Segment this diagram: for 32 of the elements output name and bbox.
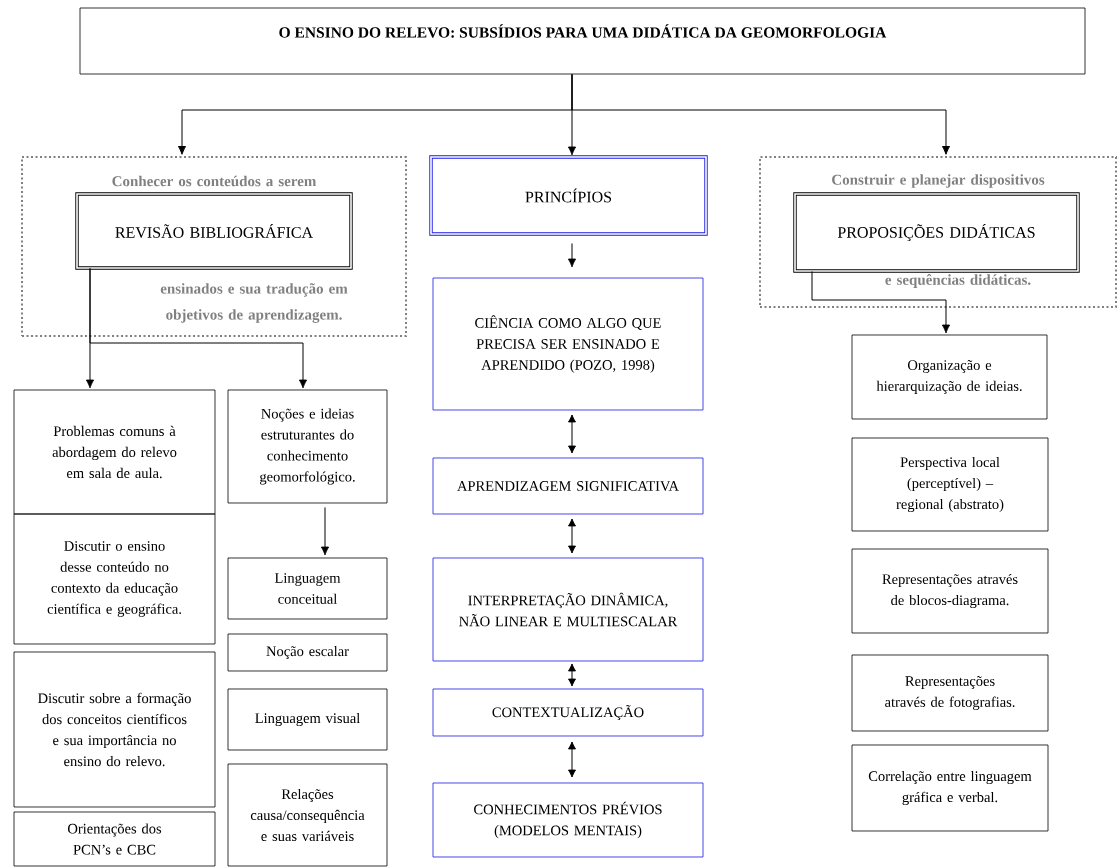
principle-box: INTERPRETAÇÃO DINÂMICA, NÃO LINEAR E MULTIESCALAR (432, 557, 704, 662)
title-box: O ENSINO DO RELEVO: SUBSÍDIOS PARA UMA DIDÁTICA DA GEOMORFOLOGIA (79, 7, 1086, 75)
topic-box: Problemas comuns à abordagem do relevo em sala de aula. (13, 389, 216, 515)
arrow (320, 506, 330, 556)
heading-box: PROPOSIÇÕES DIDÁTICAS (793, 192, 1080, 273)
topic-box: Representações através de blocos-diagrama. (851, 548, 1049, 634)
arrow (568, 414, 576, 454)
arrow (568, 518, 576, 554)
arrow (568, 741, 576, 778)
topic-box: Relações causa/consequência e suas variáveis (227, 763, 388, 867)
heading-box: REVISÃO BIBLIOGRÁFICA (75, 192, 353, 270)
principle-box: APRENDIZAGEM SIGNIFICATIVA (432, 457, 704, 515)
topic-box: Noções e ideias estruturantes do conhecimento geomorfológico. (227, 389, 388, 504)
arrow (571, 73, 951, 155)
topic-box: Noção escalar (227, 633, 388, 672)
topic-box: Correlação entre linguagem gráfica e verbal. (851, 744, 1049, 832)
topic-box: Perspectiva local (perceptível) – regional (abstrato) (851, 437, 1049, 532)
arrow (89, 267, 308, 389)
topic-box: Linguagem visual (227, 688, 388, 751)
topic-box: Orientações dos PCN’s e CBC (13, 811, 216, 867)
arrow (811, 270, 951, 334)
arrow (567, 242, 577, 268)
principle-box: CONTEXTUALIZAÇÃO (432, 688, 704, 737)
principle-box: CIÊNCIA COMO ALGO QUE PRECISA SER ENSINADO E APRENDIDO (POZO, 1998) (432, 277, 704, 411)
topic-box: Linguagem conceitual (227, 557, 388, 620)
topic-box: Organização e hierarquização de ideias. (851, 334, 1048, 420)
topic-box: Representações através de fotografias. (851, 654, 1049, 732)
topic-box: Discutir sobre a formação dos conceitos científicos e sua importância no ensino do relevo. (13, 651, 216, 808)
arrow (568, 663, 576, 687)
heading-box: PRINCÍPIOS (429, 155, 708, 236)
principle-box: CONHECIMENTOS PRÉVIOS (MODELOS MENTAIS) (432, 782, 704, 858)
topic-box: Discutir o ensino desse conteúdo no contexto da educação científica e geográfica. (13, 513, 216, 645)
